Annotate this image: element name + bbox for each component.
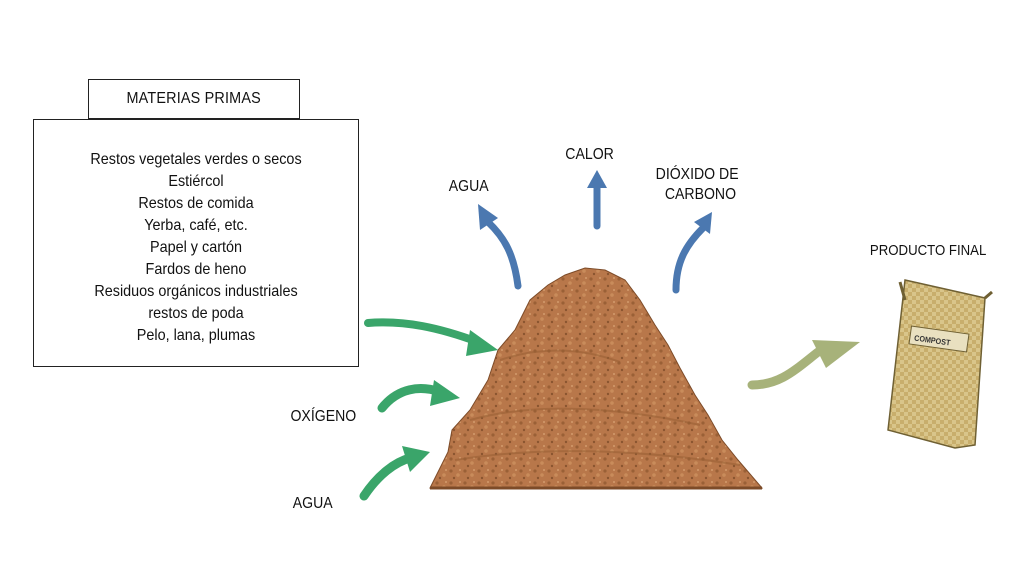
co2-out-label-line2: CARBONO xyxy=(664,186,737,203)
water-in-arrow xyxy=(359,446,430,501)
list-item: Estiércol xyxy=(168,173,224,190)
oxygen-in-label: OXÍGENO xyxy=(290,408,357,425)
list-item: Fardos de heno xyxy=(145,261,247,278)
raw-materials-list-box: Restos vegetales verdes o secos Estiérco… xyxy=(33,119,359,367)
oxygen-in-arrow xyxy=(377,380,460,413)
compost-pile xyxy=(429,267,764,490)
raw-materials-list: Restos vegetales verdes o secos Estiérco… xyxy=(34,149,358,347)
list-item: Restos vegetales verdes o secos xyxy=(90,151,302,168)
raw-materials-in-arrow xyxy=(364,318,498,356)
list-item: Residuos orgánicos industriales xyxy=(94,283,298,300)
list-item: Pelo, lana, plumas xyxy=(136,327,256,344)
list-item: Papel y cartón xyxy=(149,239,243,256)
compost-bag xyxy=(887,279,993,449)
co2-out-arrow xyxy=(672,212,712,294)
water-in-label: AGUA xyxy=(292,495,333,512)
list-item: Restos de comida xyxy=(138,195,254,212)
raw-materials-title-box: MATERIAS PRIMAS xyxy=(88,79,300,119)
raw-materials-title: MATERIAS PRIMAS xyxy=(126,90,262,107)
list-item: Yerba, café, etc. xyxy=(144,217,248,234)
product-out-arrow xyxy=(747,340,860,390)
list-item: restos de poda xyxy=(148,305,244,322)
co2-out-label-line1: DIÓXIDO DE xyxy=(655,166,739,183)
water-out-label: AGUA xyxy=(448,178,489,195)
water-out-arrow xyxy=(478,204,522,290)
heat-out-arrow xyxy=(587,170,607,230)
final-product-label: PRODUCTO FINAL xyxy=(869,242,987,259)
heat-out-label: CALOR xyxy=(565,146,614,163)
